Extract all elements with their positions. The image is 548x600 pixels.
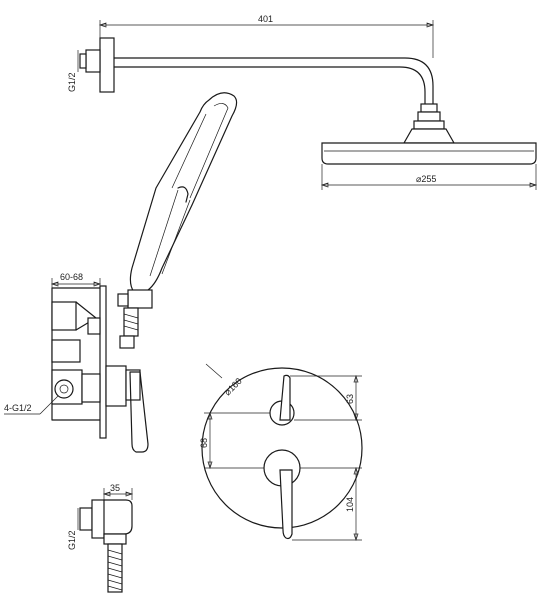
lower-handle	[279, 469, 293, 540]
shower-arm-assembly: 401 G1/2 ⌀255	[67, 14, 538, 190]
plate-diameter-dimension: ⌀160	[205, 363, 244, 397]
handle-spacing-dimension: 68	[199, 411, 270, 470]
mixer-lever	[129, 371, 149, 453]
elbow-nut	[103, 533, 127, 545]
handle-lower-height-label: 104	[345, 497, 355, 512]
shower-head-top	[402, 128, 456, 144]
arm-pipe	[113, 57, 434, 105]
mixer-outlets-label: 4-G1/2	[4, 403, 32, 413]
arm-length-label: 401	[258, 14, 273, 24]
inlet-stub	[79, 53, 87, 69]
head-diameter-dimension: ⌀255	[320, 164, 538, 190]
inlet-nut	[85, 49, 101, 73]
mixer-front-view: ⌀160 68 63 104	[199, 363, 363, 542]
elbow-thread-dimension: G1/2	[67, 508, 79, 550]
elbow-threaded-spigot	[107, 543, 123, 593]
outlet-port-upper	[51, 301, 77, 331]
handle-upper-height-label: 63	[345, 394, 355, 404]
shower-head-plate	[321, 142, 537, 165]
lever-base	[125, 369, 141, 401]
inlet-circle	[54, 379, 74, 399]
hand-shower-assembly	[117, 92, 238, 349]
outlet-port-lower	[51, 369, 83, 405]
elbow-thread-label: G1/2	[67, 530, 77, 550]
hand-shower-holder	[127, 289, 153, 309]
wall-plate	[99, 285, 107, 439]
arm-length-dimension: 401	[98, 14, 435, 58]
handle-lower-height-dimension: 104	[292, 466, 362, 542]
handle-spacing-label: 68	[199, 438, 209, 448]
mixer-depth-label: 60-68	[60, 272, 83, 282]
head-diameter-label: ⌀255	[416, 174, 436, 184]
wall-elbow-assembly: 35 G1/2	[67, 483, 134, 593]
upper-handle	[279, 374, 291, 421]
hand-shower-body	[129, 92, 238, 293]
cartridge-housing	[105, 365, 127, 407]
arm-joint-upper	[420, 103, 438, 113]
mixer-side-view: 60-68 4-G1/2	[4, 272, 149, 453]
handle-upper-height-dimension: 63	[290, 374, 362, 422]
outlet-port-middle	[51, 339, 81, 363]
arm-joint-nut	[417, 111, 441, 122]
elbow-flange	[91, 499, 105, 539]
elbow-width-label: 35	[110, 483, 120, 493]
elbow-body	[103, 499, 133, 535]
arm-thread-label: G1/2	[67, 72, 77, 92]
wall-flange	[99, 37, 115, 93]
arm-joint-ball	[413, 120, 445, 130]
cover-plate	[201, 367, 363, 529]
elbow-width-dimension: 35	[102, 483, 134, 500]
mixer-depth-dimension: 60-68	[50, 272, 102, 292]
elbow-inlet	[79, 507, 93, 531]
arm-thread-dimension: G1/2	[67, 50, 79, 92]
mixer-outlets-dimension: 4-G1/2	[4, 395, 59, 415]
